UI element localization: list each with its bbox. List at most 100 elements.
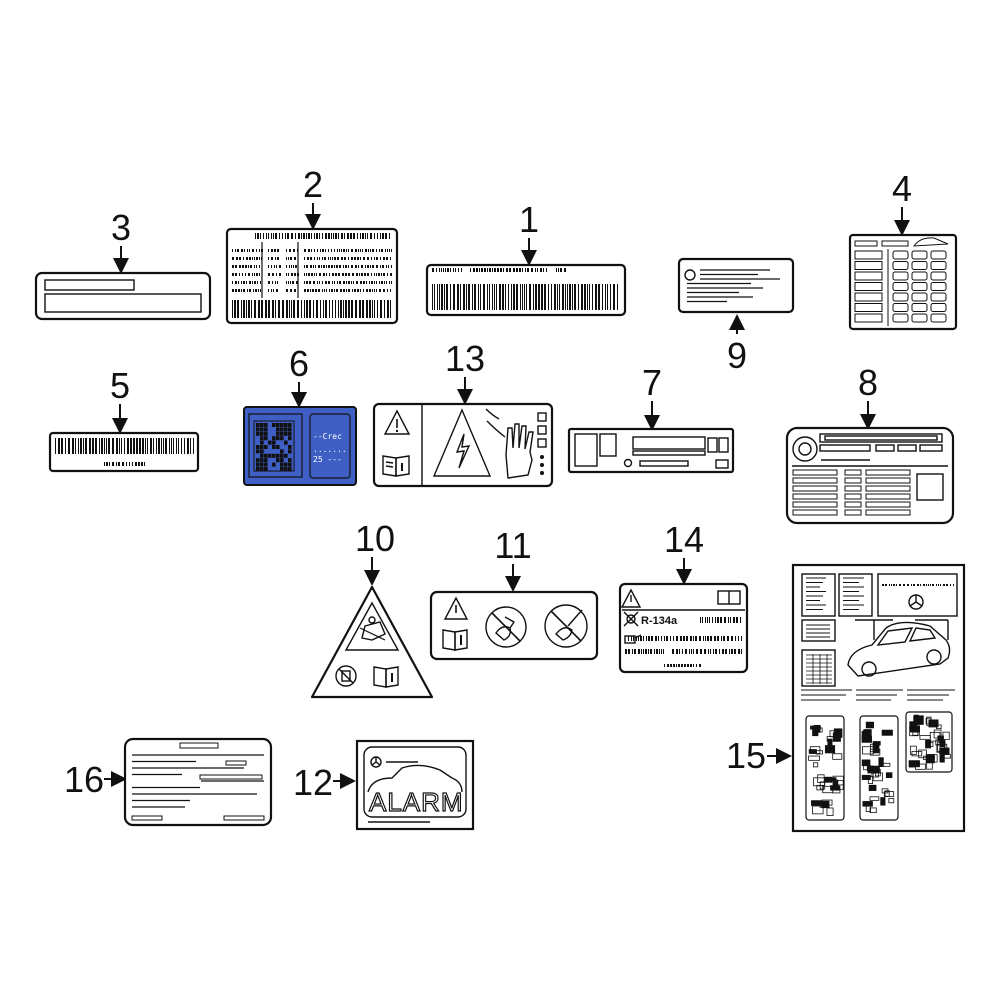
plate-line (348, 265, 349, 268)
refrigerant-bar (632, 649, 633, 654)
plate-line (260, 289, 261, 292)
refrigerant-bar (670, 664, 672, 667)
plate-line (363, 281, 365, 284)
callout-6[interactable]: 6 (289, 343, 309, 384)
callout-5[interactable]: 5 (110, 365, 130, 406)
info-cell (844, 469, 862, 476)
strip-bar (106, 462, 108, 466)
strip-bar (176, 438, 177, 454)
callout-2[interactable]: 2 (303, 164, 323, 205)
plate-line (252, 273, 253, 276)
plate-line (276, 273, 277, 276)
plate-line (334, 265, 335, 268)
plate-barcode-bottom (289, 300, 290, 318)
barcode-stripe (613, 284, 615, 310)
info-cell (844, 509, 862, 516)
strip-bar (141, 462, 143, 466)
plate-barcode-top (385, 233, 387, 239)
callout-15[interactable]: 15 (726, 735, 766, 776)
info-cell (844, 485, 862, 492)
refrigerant-bar (634, 649, 636, 654)
refrigerant-bar (690, 636, 692, 641)
plate-line (348, 289, 350, 292)
fuse-slot (885, 772, 893, 779)
callout-11[interactable]: 11 (494, 525, 531, 566)
plate-barcode-top (275, 233, 277, 239)
label-14-refrigerant-label[interactable]: R-134a (618, 582, 749, 674)
callout-14[interactable]: 14 (664, 519, 704, 560)
qr-module (260, 427, 264, 432)
ac-sun-icon (623, 611, 639, 627)
plate-barcode-bottom (384, 300, 385, 318)
callout-16[interactable]: 16 (64, 759, 104, 800)
fuse-slot (888, 798, 895, 804)
plate-line (310, 265, 312, 268)
fuse-slot (881, 788, 889, 794)
strip-bar (109, 462, 110, 466)
plate-barcode-bottom (297, 300, 299, 318)
callout-13[interactable]: 13 (445, 338, 485, 379)
label-8-info-plate[interactable] (785, 426, 955, 525)
label-12-alarm-sticker[interactable]: ALARM (355, 739, 475, 831)
label-16-text-plate[interactable] (123, 737, 273, 827)
label-4-tire-pressure-chart[interactable] (848, 233, 958, 331)
callout-1[interactable]: 1 (519, 199, 539, 240)
callout-12[interactable]: 12 (293, 762, 333, 803)
plate-barcode-top (298, 233, 300, 239)
barcode-header (453, 268, 454, 272)
plate-line (324, 289, 325, 292)
label-10-triangle-warning[interactable] (310, 585, 434, 699)
plate-line (247, 249, 248, 252)
label-3-blank-plate[interactable] (34, 271, 212, 321)
refrigerant-bar (740, 617, 741, 623)
plate-line (374, 289, 375, 292)
label-15-fuse-chart[interactable] (791, 563, 966, 833)
plate-line (326, 265, 327, 268)
callout-10[interactable]: 10 (355, 518, 395, 559)
plate-line (315, 265, 316, 268)
label-7-module-label[interactable] (567, 427, 735, 474)
plate-barcode-bottom (246, 300, 247, 318)
qr-module (256, 423, 260, 427)
label-11-fan-warning[interactable] (429, 590, 599, 661)
header-bar (923, 584, 925, 586)
barcode-stripe (432, 284, 433, 310)
label-5-barcode-strip[interactable] (48, 431, 200, 473)
refrigerant-bar (633, 636, 634, 641)
refrigerant-bar (715, 617, 716, 623)
text-label-lines (687, 269, 780, 303)
refrigerant-bar (702, 617, 703, 623)
plate-line (256, 273, 258, 276)
barcode-stripe (439, 284, 440, 310)
plate-barcode-top (382, 233, 384, 239)
refrigerant-bar (725, 649, 727, 654)
label-2-data-plate[interactable] (225, 227, 399, 325)
callout-4[interactable]: 4 (892, 168, 912, 209)
callout-9[interactable]: 9 (727, 335, 747, 376)
plate-line (387, 273, 388, 276)
refrigerant-bar (678, 664, 680, 667)
plate-line (367, 257, 369, 260)
plate-line (259, 249, 260, 252)
refrigerant-bar (628, 636, 629, 641)
fuse-box (805, 715, 845, 821)
qr-module (256, 445, 260, 449)
callout-3[interactable]: 3 (111, 207, 131, 248)
label-13-high-voltage-warning[interactable] (372, 402, 554, 488)
callout-8[interactable]: 8 (858, 362, 878, 403)
label-6-qr-code-label[interactable]: --Crec ....... 25 --- (243, 406, 357, 486)
plate-line (387, 249, 388, 252)
callout-7[interactable]: 7 (642, 362, 662, 403)
header-bar (938, 584, 939, 586)
plate-line (255, 289, 257, 292)
plate-barcode-top (301, 233, 302, 239)
barcode-stripe (494, 284, 495, 310)
label-1-barcode[interactable] (425, 263, 627, 317)
plate-box (199, 774, 263, 780)
qr-module (256, 458, 260, 463)
plate-line (341, 249, 342, 252)
chart-cell (911, 271, 928, 281)
barcode-header (525, 268, 526, 272)
qr-module (284, 431, 288, 436)
label-9-text-label[interactable] (677, 257, 795, 314)
